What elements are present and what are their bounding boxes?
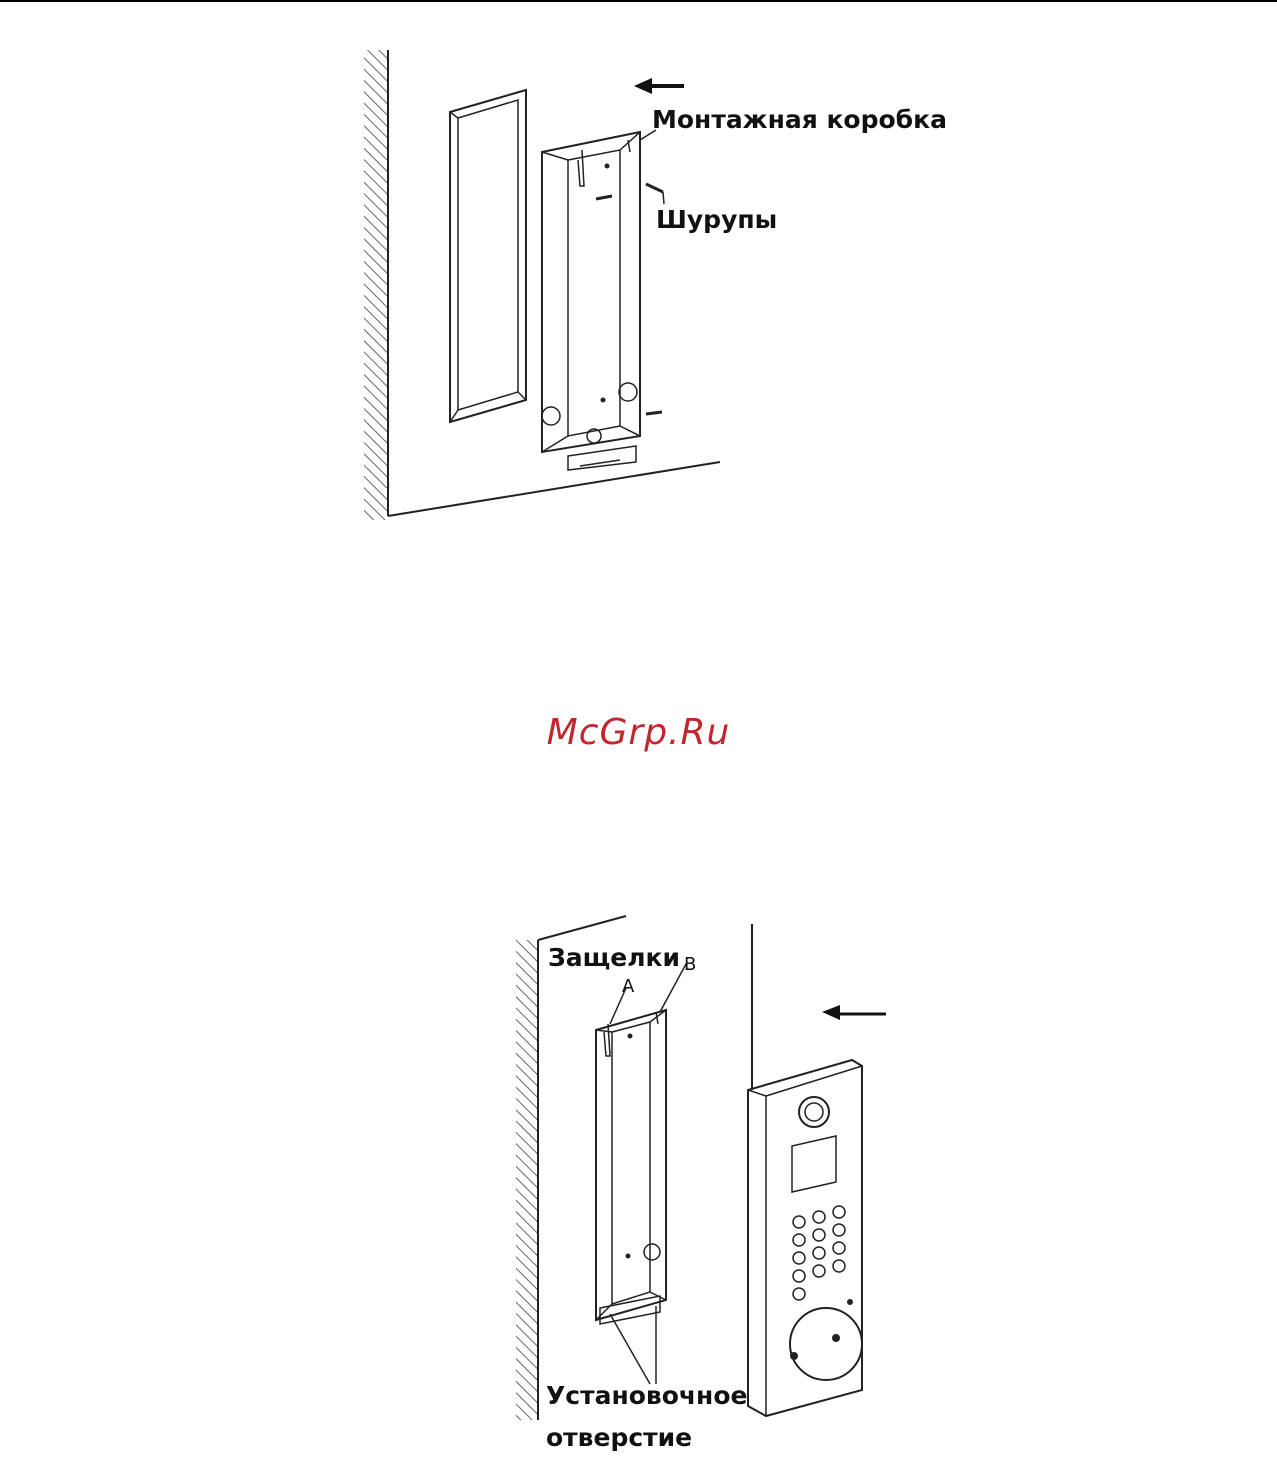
watermark-text: McGrp.Ru xyxy=(0,712,1277,753)
figure1-drawing xyxy=(0,0,1277,560)
mounting-box-2-drawing xyxy=(596,1010,666,1324)
figure-panel-installation: Защелки A B Установочное отверстие xyxy=(0,900,1277,1460)
label-mounting-box: Монтажная коробка xyxy=(652,106,947,135)
label-mount-hole-line2: отверстие xyxy=(546,1424,692,1453)
label-screws: Шурупы xyxy=(656,206,777,235)
label-latch-a: A xyxy=(622,976,634,997)
label-mount-hole-line1: Установочное xyxy=(546,1382,747,1411)
wall-hatch-2 xyxy=(516,940,538,1420)
figure2-drawing xyxy=(0,900,1277,1460)
figure-mounting-box-installation: Монтажная коробка Шурупы xyxy=(0,0,1277,560)
label-latch-b: B xyxy=(684,954,696,975)
label-latches: Защелки xyxy=(548,944,680,973)
wall-hatch xyxy=(364,50,388,520)
direction-arrow-2-icon xyxy=(822,1005,886,1020)
direction-arrow-icon xyxy=(634,78,684,94)
keypad-drawing xyxy=(793,1206,845,1300)
wall-recess xyxy=(450,90,526,422)
screws-drawing xyxy=(596,184,663,414)
mounting-box-drawing xyxy=(542,132,640,470)
